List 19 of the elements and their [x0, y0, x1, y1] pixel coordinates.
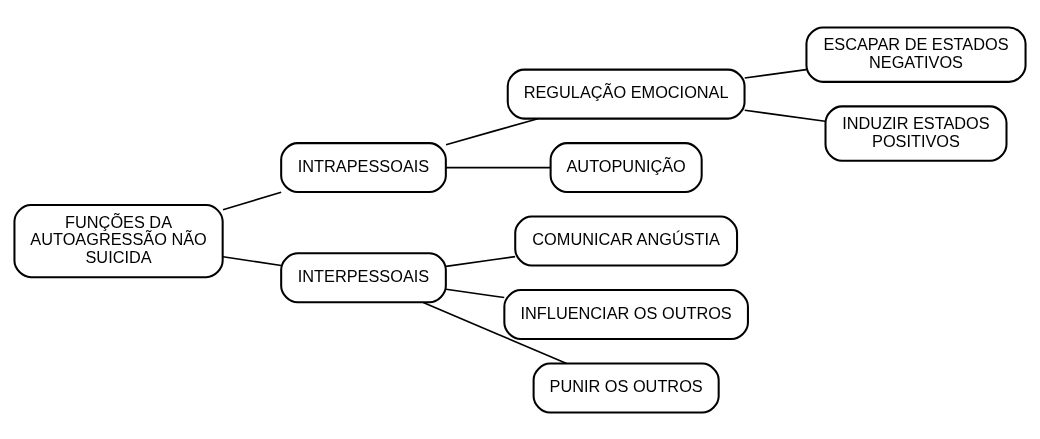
connector [222, 190, 282, 211]
connector [422, 301, 568, 364]
node-box: COMUNICAR ANGÚSTIA [514, 215, 739, 267]
node-box: INDUZIR ESTADOS POSITIVOS [824, 104, 1008, 162]
node-box: INTRAPESSOAIS [280, 141, 447, 193]
connector [222, 255, 282, 266]
node-box: REGULAÇÃO EMOCIONAL [506, 68, 746, 120]
node-box: FUNÇÕES DA AUTOAGRESSÃO NÃO SUICIDA [13, 203, 224, 278]
node-box: INFLUENCIAR OS OUTROS [503, 288, 749, 340]
connector [743, 68, 807, 79]
node-box: AUTOPUNIÇÃO [549, 141, 703, 193]
node-box: ESCAPAR DE ESTADOS NEGATIVOS [805, 25, 1027, 83]
connector [445, 166, 552, 168]
connector [445, 288, 506, 298]
connector [445, 255, 516, 267]
connector [743, 108, 826, 122]
node-box: PUNIR OS OUTROS [532, 362, 720, 414]
connector [445, 117, 539, 145]
node-box: INTERPESSOAIS [280, 251, 447, 303]
